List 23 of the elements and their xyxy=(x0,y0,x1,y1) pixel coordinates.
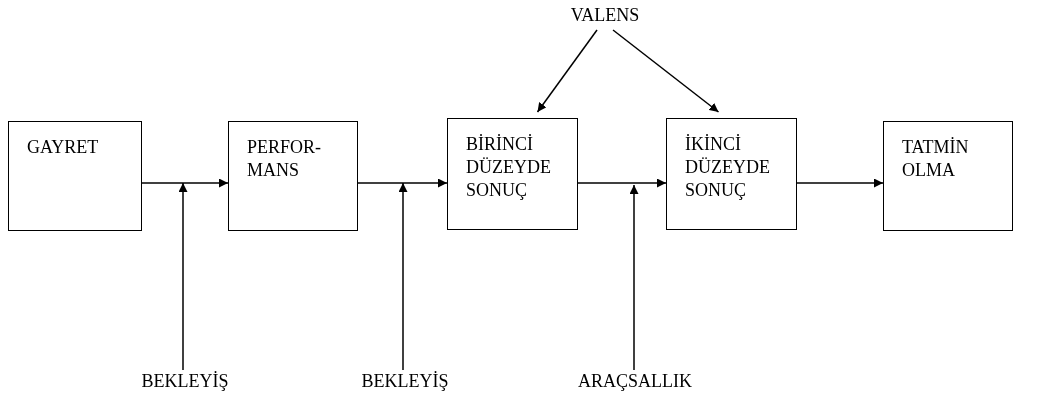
factor-label: ARAÇSALLIK xyxy=(577,370,693,393)
arrow xyxy=(141,178,229,188)
arrow xyxy=(357,178,448,188)
process-box xyxy=(447,118,578,230)
process-box xyxy=(228,121,358,231)
arrow xyxy=(612,29,720,113)
box-label: GAYRET xyxy=(27,136,100,159)
arrow xyxy=(577,178,667,188)
arrow xyxy=(398,182,408,371)
factor-label: BEKLEYİŞ xyxy=(360,370,450,393)
arrow xyxy=(178,182,188,371)
process-box xyxy=(883,121,1013,231)
process-box xyxy=(666,118,797,230)
box-label: PERFOR- MANS xyxy=(247,136,323,182)
arrow xyxy=(796,178,884,188)
box-label: İKİNCİ DÜZEYDE SONUÇ xyxy=(685,133,771,202)
box-label: BİRİNCİ DÜZEYDE SONUÇ xyxy=(466,133,552,202)
process-box xyxy=(8,121,142,231)
box-label: TATMİN OLMA xyxy=(902,136,970,182)
factor-label: BEKLEYİŞ xyxy=(140,370,230,393)
factor-label: VALENS xyxy=(569,4,641,27)
arrow xyxy=(536,29,598,113)
arrow xyxy=(629,184,639,371)
